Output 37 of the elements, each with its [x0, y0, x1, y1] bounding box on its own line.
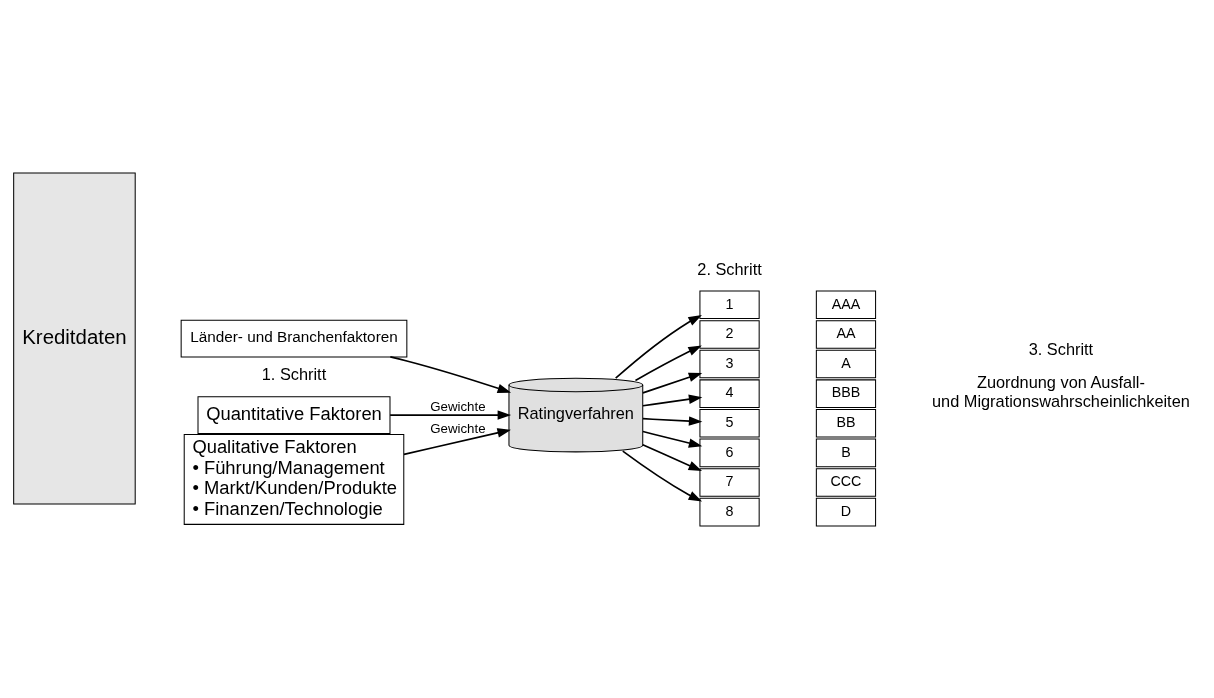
arrow — [642, 415, 703, 426]
node-box: Kreditdaten — [13, 172, 136, 504]
node-box: 7 — [699, 467, 760, 497]
arrow — [403, 427, 511, 455]
label: 2. Schritt — [697, 259, 762, 278]
node-box: 6 — [699, 438, 760, 467]
node-box: AAA — [815, 290, 877, 319]
node-box: 5 — [699, 408, 760, 438]
label: Zuordnung von Ausfall- und Migrationswahrscheinlichkeiten — [932, 372, 1190, 410]
arrow — [389, 355, 512, 393]
node-box: B — [815, 438, 877, 467]
node-box: 2 — [699, 319, 760, 349]
node-box: BBB — [815, 378, 877, 408]
arrow — [642, 394, 703, 407]
arrow — [614, 314, 702, 379]
node-box: 4 — [699, 378, 760, 408]
node-box: 3 — [699, 349, 760, 378]
node-box: Länder- und Branchenfaktoren — [180, 319, 408, 357]
node-box: Qualitative Faktoren • Führung/Management • Markt/Kunden/Produkte • Finanzen/Technologie — [183, 433, 405, 525]
node-box: AA — [815, 319, 877, 349]
arrow — [621, 449, 703, 502]
node-box: 8 — [699, 497, 760, 526]
label: 1. Schritt — [261, 364, 327, 383]
node-box: A — [815, 349, 877, 378]
arrow — [389, 409, 512, 420]
node-box: 1 — [699, 290, 760, 319]
edge-label: Gewichte — [430, 420, 486, 436]
node-box: BB — [815, 408, 877, 438]
node-box: Quantitative Faktoren — [197, 395, 391, 434]
node-box: D — [815, 497, 877, 526]
label: 3. Schritt — [1028, 339, 1094, 358]
arrow — [634, 345, 702, 381]
node-box: CCC — [815, 467, 877, 497]
arrow — [642, 372, 703, 394]
arrow — [641, 443, 703, 471]
edge-label: Gewichte — [430, 398, 486, 414]
arrow — [642, 430, 703, 448]
